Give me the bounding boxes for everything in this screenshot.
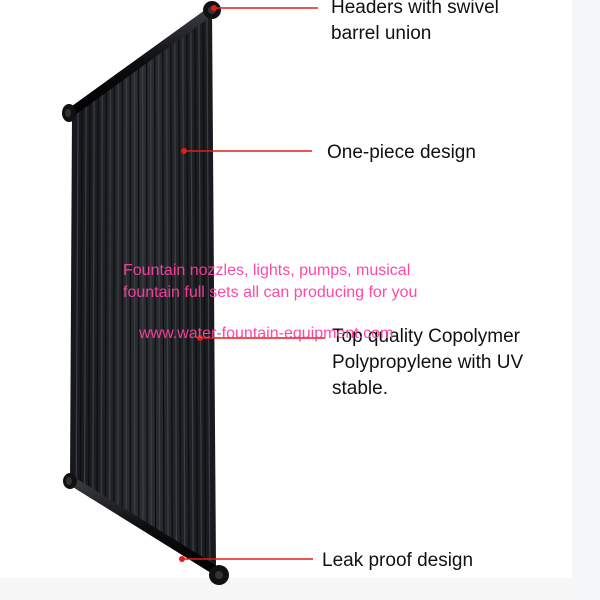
panel-tube-line — [198, 20, 203, 559]
leader-leak-proof — [179, 556, 313, 562]
bottom-edge-strip — [0, 578, 572, 600]
panel-tube-line — [104, 89, 107, 501]
panel-tube-line — [190, 26, 194, 554]
panel-tube-line — [170, 41, 173, 541]
label-material-line3: stable. — [332, 378, 388, 399]
panel-tube-line — [141, 62, 144, 524]
top-header-pipe — [65, 4, 219, 118]
red-dot-icon — [211, 5, 217, 11]
red-dot-icon — [181, 148, 187, 154]
watermark-line2: fountain full sets all can producing for… — [123, 284, 418, 301]
header-end-cap-icon — [62, 104, 76, 122]
panel-tube-line — [174, 38, 178, 544]
panel-tube-line — [75, 110, 79, 483]
watermark-url: www.water-fountain-equipment.com — [139, 325, 394, 342]
panel-tube-line — [113, 83, 115, 506]
panel-tube-line — [202, 17, 207, 561]
label-headers-line2: barrel union — [331, 23, 432, 44]
panel-tube-line — [194, 23, 198, 556]
panel-tube-line — [178, 35, 182, 546]
label-leak-proof: Leak proof design — [322, 550, 474, 571]
panel-tube-line — [100, 92, 103, 498]
panel-tube-line — [166, 44, 169, 539]
panel-tube-line — [145, 59, 148, 526]
panel-tube-line — [158, 50, 161, 534]
leader-headers — [211, 5, 318, 11]
leader-material — [197, 335, 325, 341]
panel-tube-line — [83, 104, 87, 488]
panel-tube-line — [206, 14, 211, 564]
panel-tube-line — [186, 29, 190, 551]
red-dot-icon — [197, 335, 203, 341]
header-end-cap-icon — [63, 473, 77, 489]
label-headers-line1: Headers with swivel — [331, 0, 499, 18]
panel-tube-line — [92, 98, 95, 493]
red-dot-icon — [179, 556, 185, 562]
header-end-cap-icon — [209, 565, 229, 585]
panel-tube-line — [153, 53, 157, 531]
panel-tube-line — [88, 101, 91, 491]
bottom-header-pipe — [65, 475, 223, 577]
panel-tube-line — [79, 107, 83, 486]
right-edge-strip — [572, 0, 600, 600]
panel-tube-line — [108, 86, 111, 503]
label-one-piece: One-piece design — [327, 142, 476, 163]
panel-tube-line — [96, 95, 99, 496]
label-material-line1: Top quality Copolymer — [332, 326, 520, 347]
watermark-line1: Fountain nozzles, lights, pumps, musical — [123, 262, 411, 279]
label-material-line2: Polypropylene with UV — [332, 352, 524, 373]
panel-tubes — [75, 14, 211, 564]
leader-one-piece — [181, 148, 312, 154]
panel-tube-line — [182, 32, 186, 549]
panel-tube-line — [149, 56, 152, 529]
panel-tube-line — [162, 47, 165, 536]
